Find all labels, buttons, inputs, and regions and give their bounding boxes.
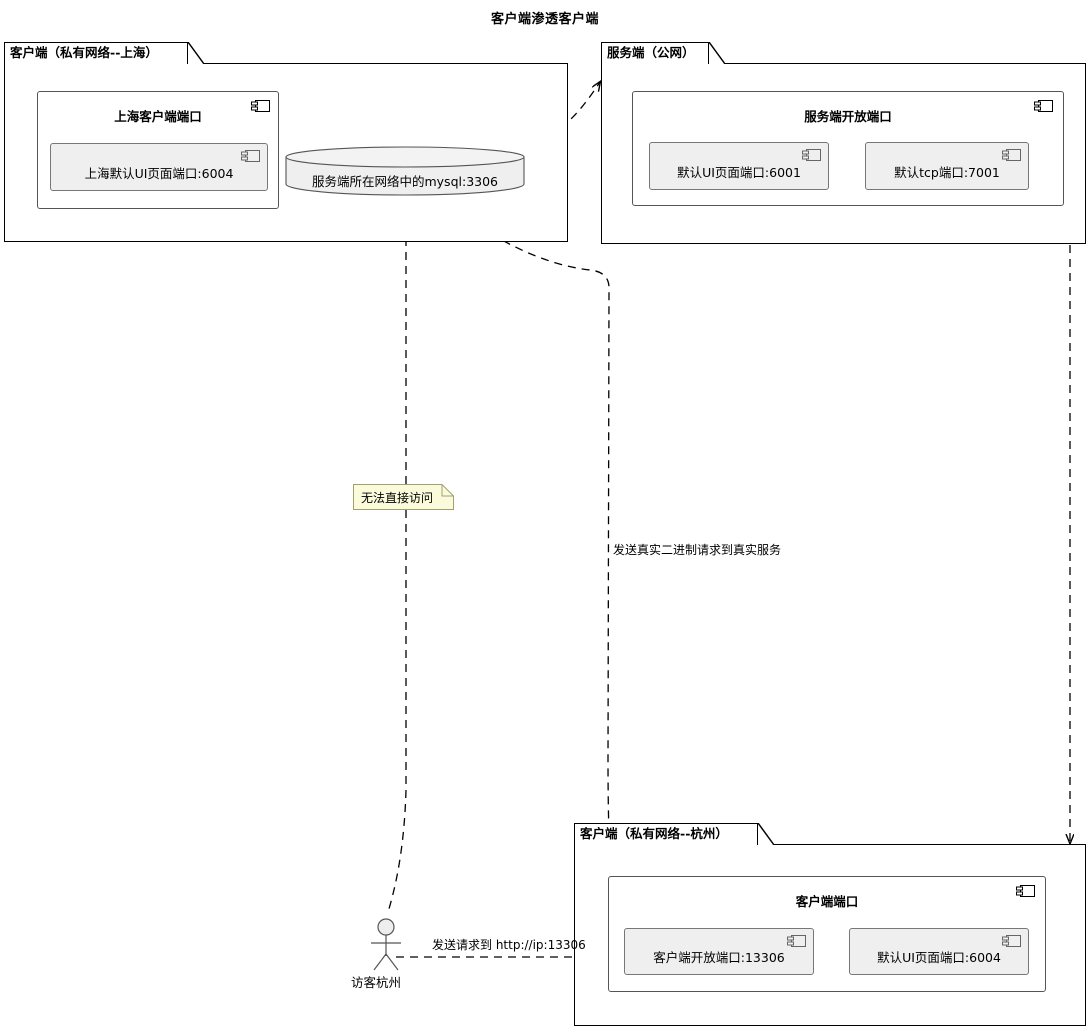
actor-visitor-hangzhou[interactable]: 访客杭州	[351, 916, 408, 996]
package-server-public[interactable]: 服务端（公网） 服务端开放端口 默认UI页面端口:6001	[601, 42, 1086, 244]
component-icon	[802, 149, 821, 161]
component-title: 上海客户端端口	[114, 109, 202, 124]
port-label: 默认UI页面端口:6004	[877, 950, 1001, 965]
component-icon	[787, 935, 806, 947]
package-client-shanghai[interactable]: 客户端（私有网络--上海） 上海客户端端口 上海默认UI页面端口:6004	[4, 42, 568, 242]
port-hangzhou-ui[interactable]: 默认UI页面端口:6004	[849, 928, 1029, 975]
note-text: 无法直接访问	[361, 491, 434, 505]
component-title: 服务端开放端口	[804, 109, 892, 124]
port-shanghai-ui[interactable]: 上海默认UI页面端口:6004	[50, 143, 268, 191]
page-title: 客户端渗透客户端	[490, 12, 599, 27]
port-label: 默认UI页面端口:6001	[677, 165, 801, 180]
database-label: 服务端所在网络中的mysql:3306	[311, 174, 499, 189]
component-icon	[1002, 149, 1021, 161]
package-label-client-hangzhou: 客户端（私有网络--杭州）	[574, 823, 758, 845]
port-hangzhou-open[interactable]: 客户端开放端口:13306	[624, 928, 814, 975]
port-label: 上海默认UI页面端口:6004	[84, 166, 234, 181]
component-icon	[1016, 885, 1035, 897]
component-server-open-ports[interactable]: 服务端开放端口 默认UI页面端口:6001 默认tcp端口:7001	[632, 91, 1064, 206]
component-icon	[241, 150, 260, 162]
actor-stick-figure-icon	[371, 918, 401, 971]
component-icon	[1034, 100, 1053, 112]
note-no-direct-access[interactable]: 无法直接访问	[353, 484, 454, 510]
package-tab-corner	[188, 42, 204, 64]
edge-label-server-to-hangzhou: 发送真实二进制请求到真实服务	[613, 543, 782, 557]
port-label: 客户端开放端口:13306	[653, 950, 785, 965]
edge-label-visitor-to-hangzhou-port: 发送请求到 http://ip:13306	[432, 938, 586, 952]
database-cylinder-icon	[285, 146, 525, 196]
actor-label: 访客杭州	[350, 975, 401, 990]
component-hangzhou-client-ports[interactable]: 客户端端口 客户端开放端口:13306 默认UI页面端口:6004	[608, 876, 1046, 992]
package-tab-corner	[709, 42, 725, 64]
component-icon	[1002, 935, 1021, 947]
package-label-server-public: 服务端（公网）	[601, 42, 709, 64]
database-mysql[interactable]: 服务端所在网络中的mysql:3306	[285, 146, 525, 196]
package-tab-corner	[758, 823, 774, 845]
port-label: 默认tcp端口:7001	[894, 165, 1000, 180]
component-shanghai-client-ports[interactable]: 上海客户端端口 上海默认UI页面端口:6004	[37, 91, 279, 209]
component-icon	[251, 100, 270, 112]
port-server-tcp[interactable]: 默认tcp端口:7001	[865, 142, 1029, 190]
component-title: 客户端端口	[795, 894, 859, 909]
package-client-hangzhou[interactable]: 客户端（私有网络--杭州） 客户端端口 客户端开放端口:13306	[574, 823, 1086, 1026]
edge-visitor-to-mysql	[387, 196, 407, 913]
package-label-client-shanghai: 客户端（私有网络--上海）	[4, 42, 188, 64]
port-server-ui[interactable]: 默认UI页面端口:6001	[649, 142, 829, 190]
